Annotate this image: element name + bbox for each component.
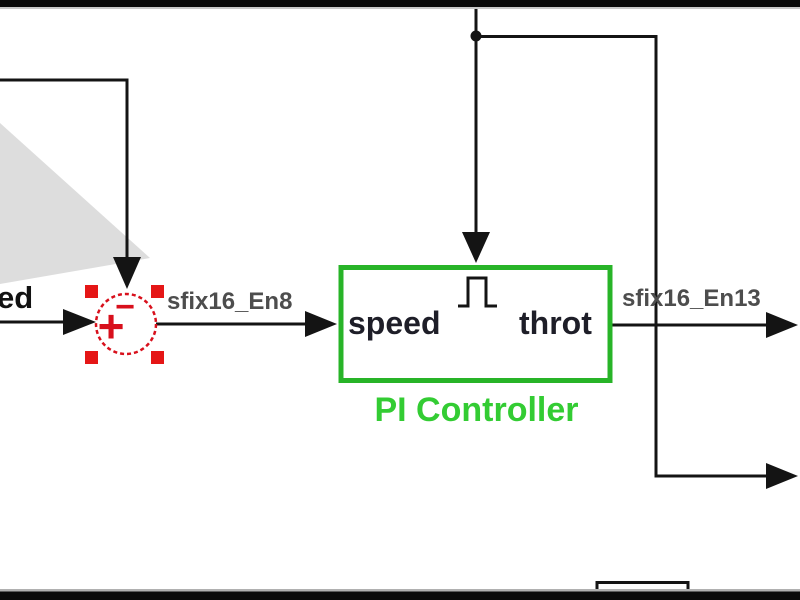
arrowhead-right-icon — [766, 312, 798, 338]
wire-controller-output[interactable] — [611, 312, 798, 338]
signal-label-sfix16-en13[interactable]: sfix16_En13 — [622, 285, 761, 312]
arrowhead-down-icon — [113, 257, 141, 289]
selection-handle-bottom-left[interactable] — [85, 351, 98, 364]
sum-block[interactable]: + − — [85, 285, 164, 364]
plus-sign-icon: + — [98, 300, 125, 352]
pulse-trigger-icon — [458, 276, 497, 308]
pi-input-port-label: speed — [348, 305, 441, 341]
bottom-bar — [0, 591, 800, 600]
partial-block-label-left[interactable]: ed — [0, 280, 34, 315]
pi-controller-outline — [338, 265, 613, 383]
pi-controller-block[interactable] — [338, 265, 613, 383]
wire-sum-input-left[interactable] — [0, 309, 96, 335]
top-bar-edge — [0, 7, 800, 9]
bottom-bar-edge — [0, 589, 800, 592]
arrowhead-right-icon — [63, 309, 96, 335]
sum-circle — [94, 292, 158, 356]
pi-controller-name[interactable]: PI Controller — [374, 391, 579, 429]
wire-ref-to-sum[interactable] — [0, 78, 141, 289]
top-bar — [0, 0, 800, 7]
wire-top-to-controller[interactable] — [462, 5, 490, 263]
wire-sum-to-controller[interactable] — [156, 311, 337, 337]
pi-output-port-label: throt — [519, 305, 592, 341]
selection-handle-top-left[interactable] — [85, 285, 98, 298]
selection-shadow-wedge — [0, 123, 150, 284]
selection-handle-bottom-right[interactable] — [151, 351, 164, 364]
signal-label-sfix16-en8[interactable]: sfix16_En8 — [167, 288, 293, 315]
arrowhead-right-icon — [305, 311, 337, 337]
minus-sign-icon: − — [115, 288, 135, 326]
selection-handle-top-right[interactable] — [151, 285, 164, 298]
arrowhead-down-icon — [462, 232, 490, 263]
arrowhead-right-icon — [766, 463, 798, 489]
wire-branch-to-right[interactable] — [476, 35, 798, 490]
